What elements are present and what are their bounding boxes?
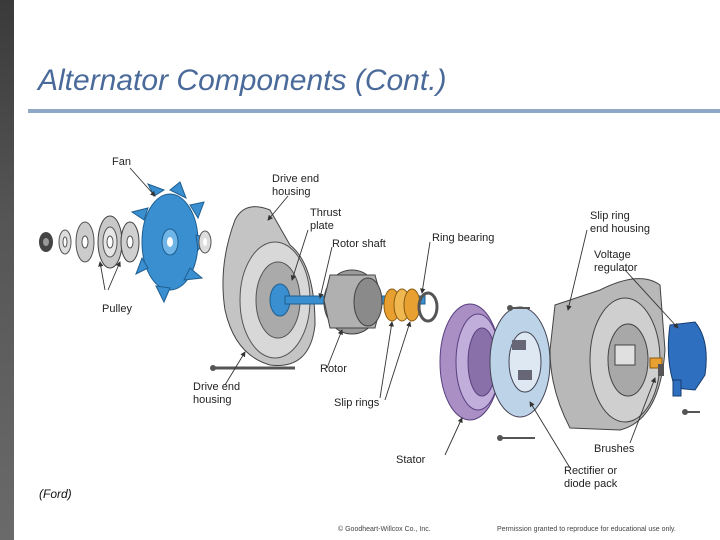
spacer-washer [198,230,212,254]
slide-left-bar [0,0,14,540]
leader-lines [98,167,679,469]
label-rotor-shaft: Rotor shaft [332,238,386,250]
label-stator: Stator [396,454,426,466]
label-thrust-plate-line2: plate [310,220,334,232]
label-rotor: Rotor [320,363,347,375]
pulley-washers [58,221,95,263]
footer-copyright: © Goodheart-Willcox Co., Inc. [338,526,431,533]
alternator-exploded-diagram [39,167,707,469]
fan [130,181,212,304]
ring-bearing [417,291,439,323]
screws [497,305,700,441]
label-rectifier-line2: diode pack [564,478,618,490]
label-drive-end-housing-bottom-line2: housing [193,394,232,406]
footer-permission: Permission granted to reproduce for educ… [497,526,676,533]
label-voltage-regulator-line1: Voltage [594,249,631,261]
label-drive-end-housing-bottom-line1: Drive end [193,381,241,393]
slip-ring-end-housing [549,278,666,431]
label-drive-end-housing-top-line2: housing [272,186,311,198]
label-ring-bearing: Ring bearing [432,232,495,244]
label-voltage-regulator-line2: regulator [594,262,638,274]
voltage-regulator [667,321,707,397]
drive-end-housing [210,206,316,371]
label-thrust-plate-line1: Thrust [310,207,342,219]
label-drive-end-housing-top-line1: Drive end [272,173,320,185]
label-slip-ring-end-housing-line1: Slip ring [590,210,630,222]
rotor [323,269,383,335]
label-slip-ring-end-housing-line2: end housing [590,223,650,235]
stator [439,303,501,421]
pulley [97,215,140,269]
pulley-nut [39,232,53,252]
slip-rings [383,288,421,322]
label-fan: Fan [112,156,131,168]
label-rectifier-line1: Rectifier or [564,465,618,477]
image-credit: (Ford) [39,487,72,501]
title-area [14,0,720,110]
title-rule [28,109,720,113]
slide-title: Alternator Components (Cont.) [38,64,447,97]
brushes [649,357,664,376]
label-pulley: Pulley [102,303,132,315]
label-brushes: Brushes [594,443,635,455]
rectifier-diode-pack [489,306,551,418]
label-slip-rings: Slip rings [334,397,380,409]
